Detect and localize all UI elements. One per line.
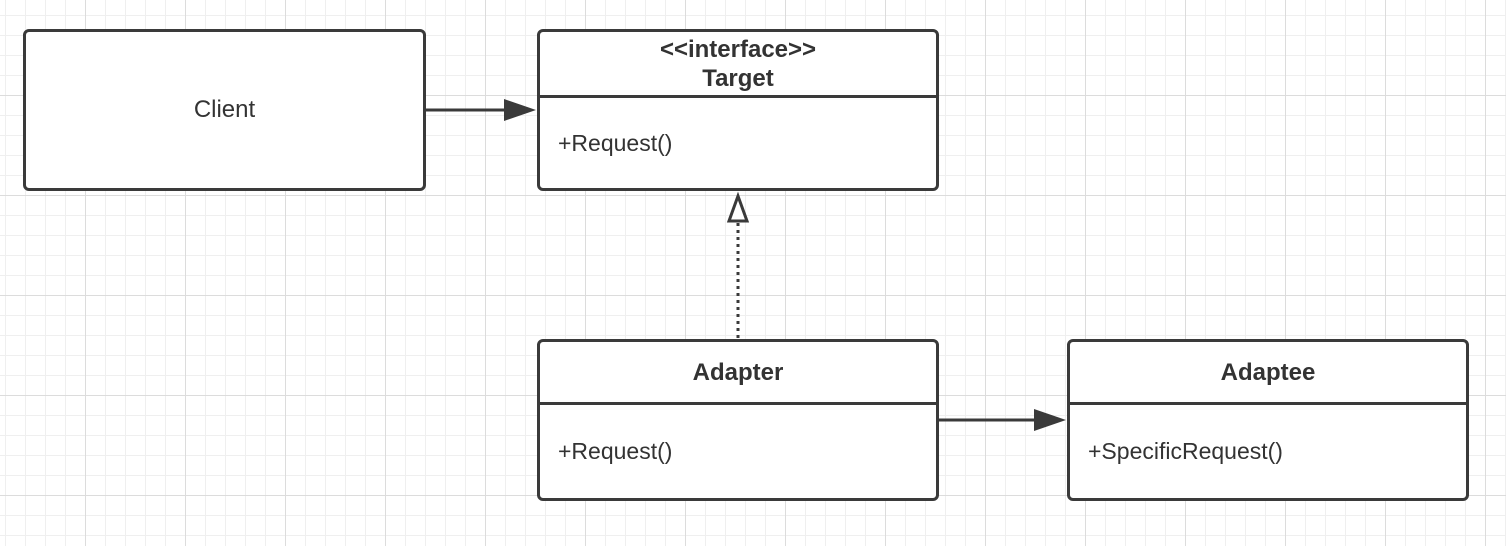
target-header: <<interface>> Target — [540, 32, 936, 98]
adapter-method: +Request() — [558, 438, 673, 464]
realization-hollow-arrowhead — [726, 191, 750, 223]
target-name: Target — [702, 64, 774, 92]
target-method: +Request() — [558, 129, 673, 156]
client-box[interactable]: Client — [23, 29, 426, 191]
target-methods: +Request() — [540, 98, 936, 188]
target-interface-box[interactable]: <<interface>> Target +Request() — [537, 29, 939, 191]
adapter-class-box[interactable]: Adapter +Request() — [537, 339, 939, 501]
adaptee-header: Adaptee — [1070, 342, 1466, 405]
target-stereotype: <<interface>> — [659, 35, 817, 63]
adaptee-methods: +SpecificRequest() — [1070, 405, 1466, 498]
client-target-arrowhead — [504, 99, 536, 121]
adapter-header: Adapter — [540, 342, 936, 405]
client-label: Client — [193, 96, 256, 123]
adapter-adaptee-arrowhead — [1034, 409, 1066, 431]
adaptee-name: Adaptee — [1220, 358, 1316, 386]
adapter-methods: +Request() — [540, 405, 936, 498]
adaptee-class-box[interactable]: Adaptee +SpecificRequest() — [1067, 339, 1469, 501]
adaptee-method: +SpecificRequest() — [1088, 438, 1283, 464]
adapter-name: Adapter — [692, 358, 784, 386]
